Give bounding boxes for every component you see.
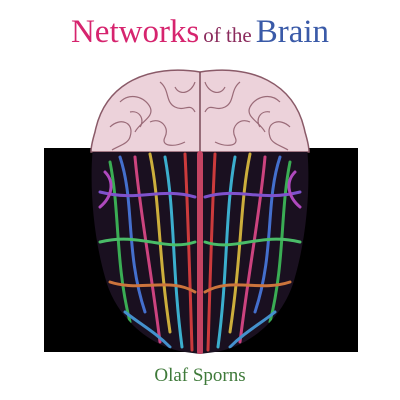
title-brain: Brain (255, 14, 330, 50)
title-networks: Networks (70, 14, 200, 50)
book-title: Networks of the Brain (0, 16, 400, 49)
title-of-the: of the (203, 23, 252, 47)
brain-tractography-image (44, 69, 358, 354)
brain-drawing (90, 69, 310, 153)
fiber-tracts (91, 151, 309, 354)
book-author: Olaf Sporns (154, 365, 246, 386)
